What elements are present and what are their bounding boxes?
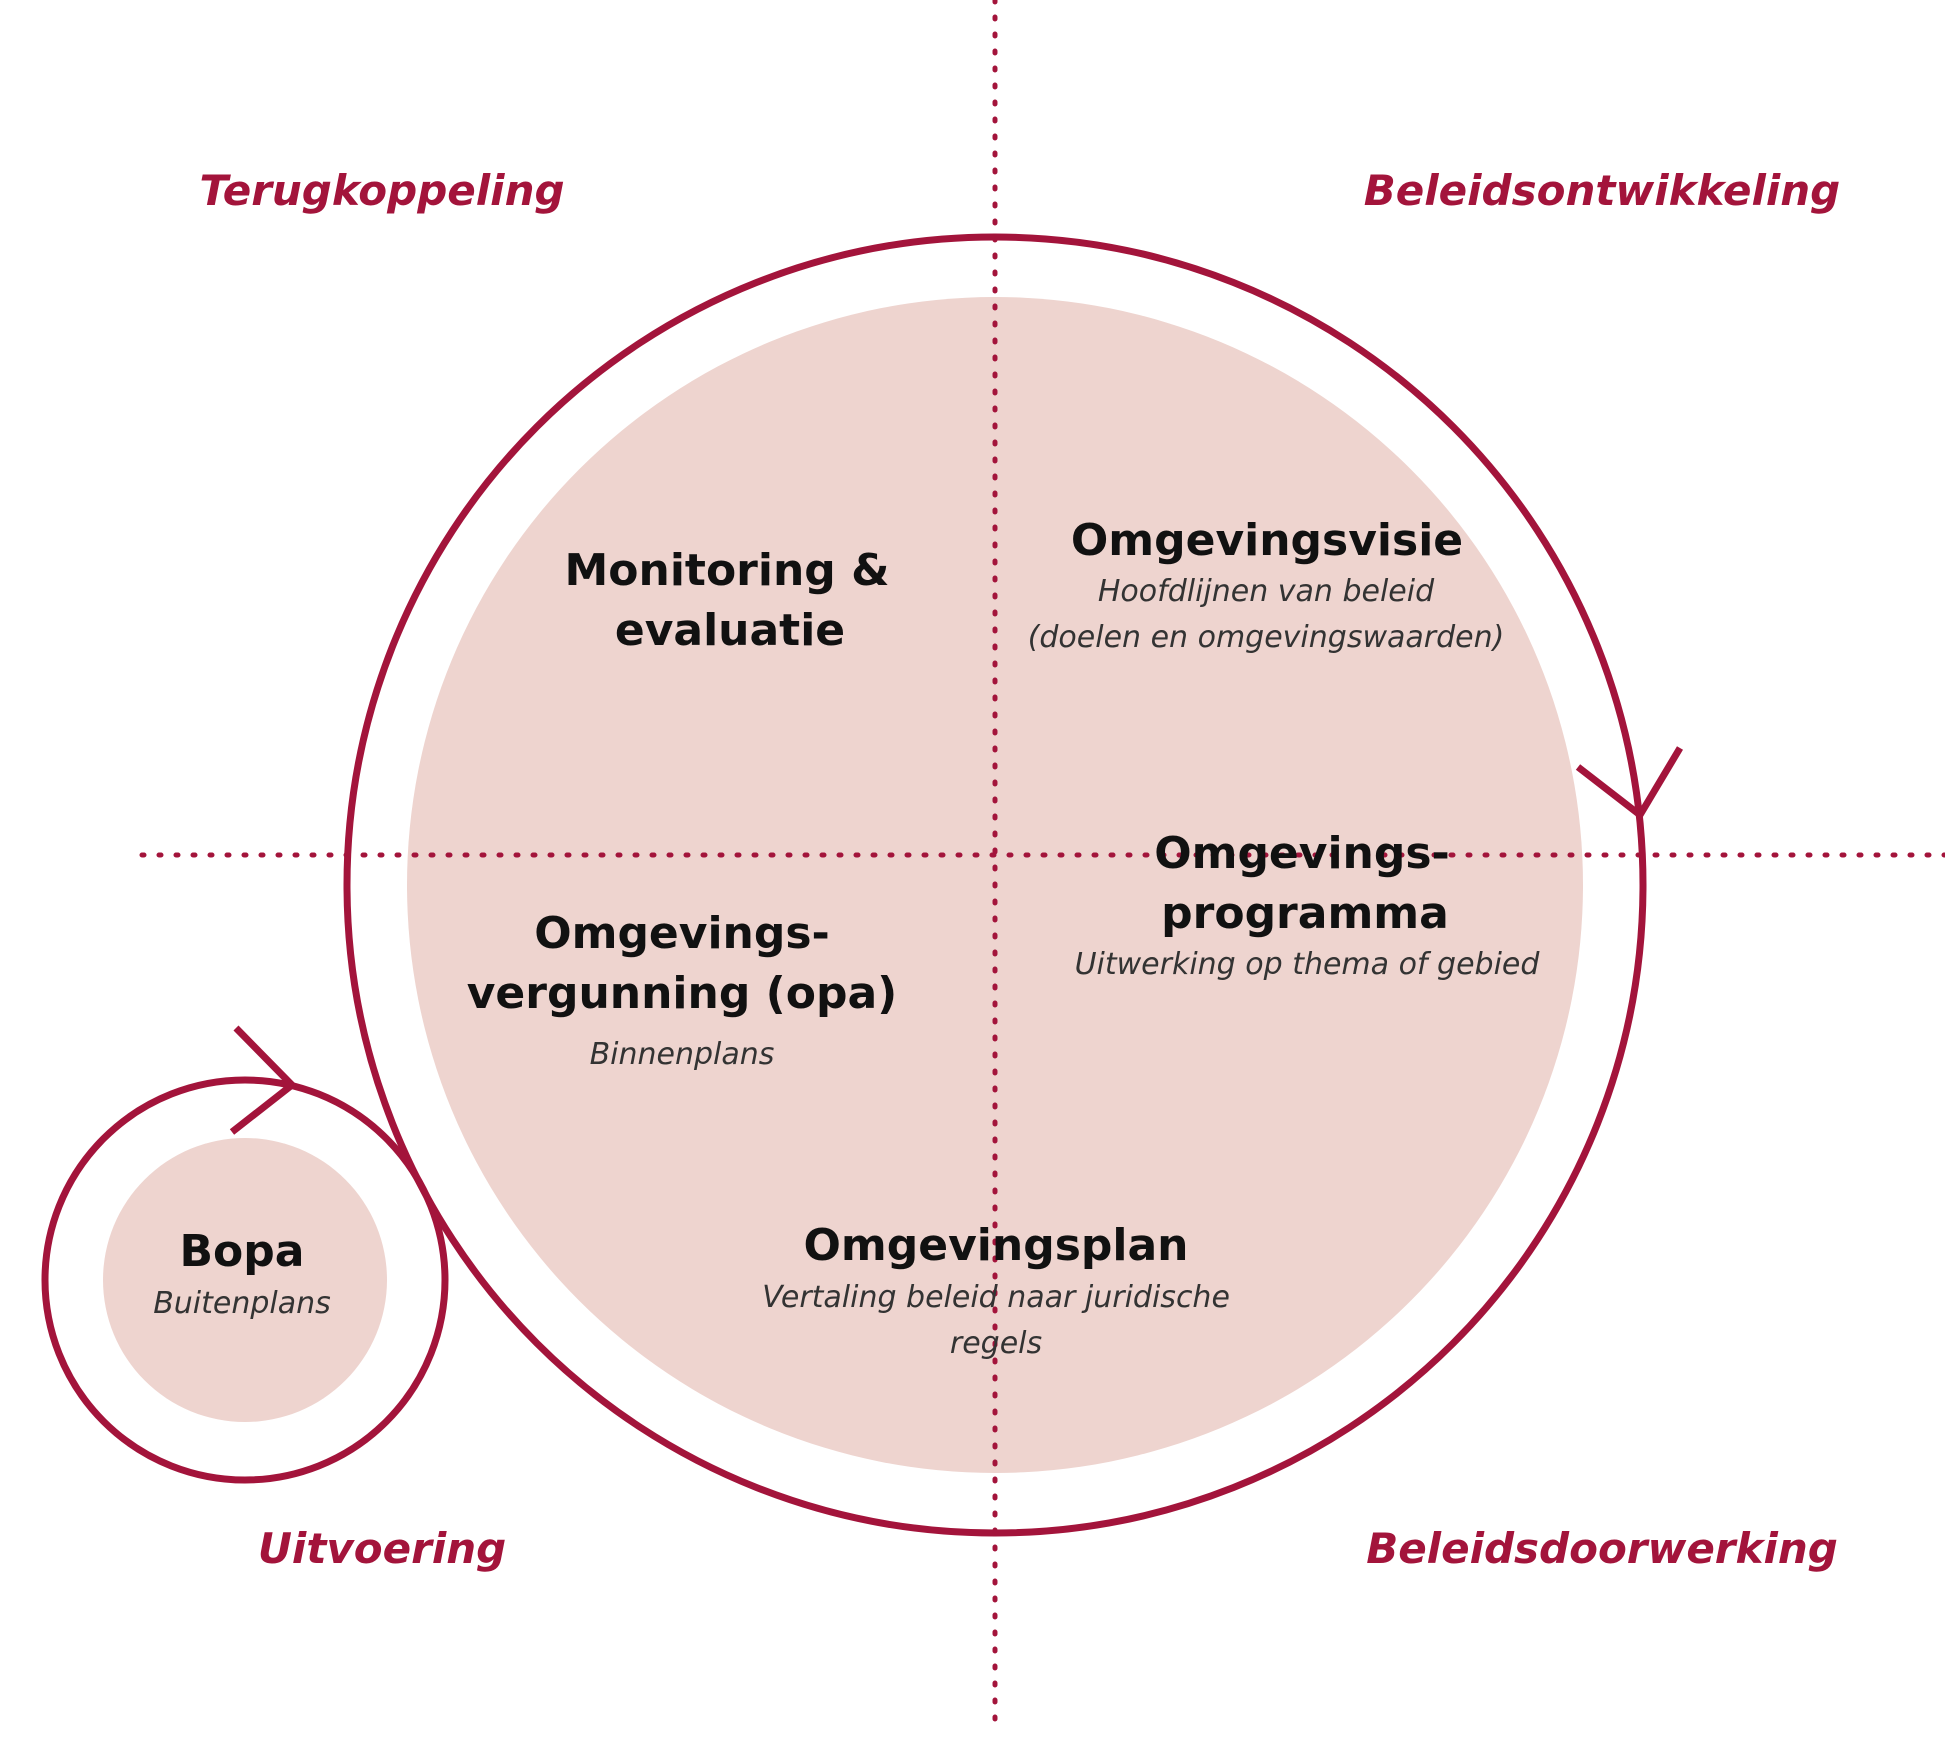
bopa-ring — [41, 1076, 449, 1484]
node-plan-title: Omgevingsplan — [804, 1220, 1189, 1271]
bopa-fill — [103, 1138, 387, 1422]
node-bopa-subtitle: Buitenplans — [153, 1286, 331, 1321]
node-monitoring-title-line1: Monitoring & — [565, 545, 890, 596]
node-monitoring-title-line2: evaluatie — [615, 605, 845, 656]
node-programma-subtitle: Uitwerking op thema of gebied — [1075, 947, 1541, 982]
node-visie-title: Omgevingsvisie — [1071, 515, 1463, 566]
node-vergunning-title-line2: vergunning (opa) — [467, 968, 898, 1019]
node-plan-subtitle-line2: regels — [950, 1326, 1042, 1361]
node-bopa-title: Bopa — [180, 1226, 305, 1277]
bopa-arrow-icon — [229, 1025, 298, 1135]
node-vergunning-subtitle: Binnenplans — [590, 1037, 775, 1072]
phase-label-terugkoppeling: Terugkoppeling — [199, 166, 564, 215]
node-plan-subtitle-line1: Vertaling beleid naar juridische — [762, 1280, 1230, 1315]
node-vergunning-title-line1: Omgevings- — [534, 908, 830, 959]
phase-label-beleidsontwikkeling: Beleidsontwikkeling — [1364, 166, 1840, 215]
phase-label-beleidsdoorwerking: Beleidsdoorwerking — [1366, 1524, 1838, 1573]
phase-label-uitvoering: Uitvoering — [258, 1524, 506, 1573]
node-visie-subtitle-line1: Hoofdlijnen van beleid — [1098, 574, 1435, 609]
node-programma-title-line1: Omgevings- — [1154, 828, 1450, 879]
node-visie-subtitle-line2: (doelen en omgevingswaarden) — [1028, 620, 1505, 655]
cycle-arrow-icon — [1575, 746, 1684, 821]
node-programma-title-line2: programma — [1161, 888, 1449, 939]
